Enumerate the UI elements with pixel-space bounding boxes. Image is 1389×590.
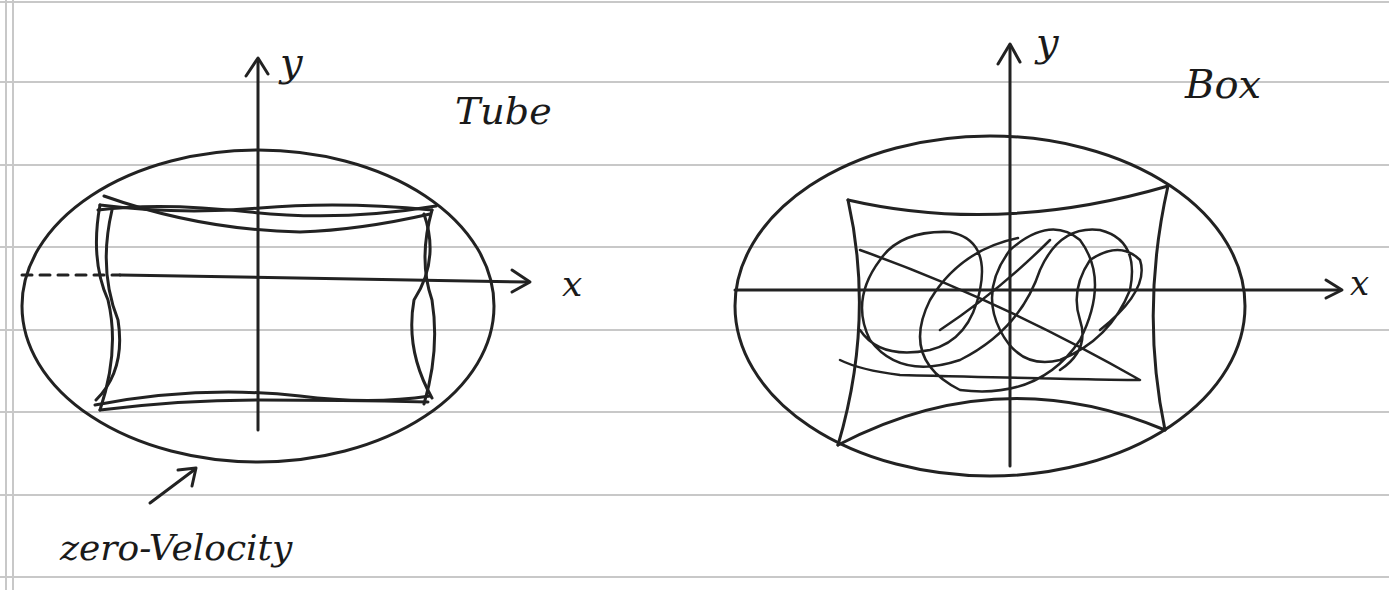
axis-label: y bbox=[1036, 22, 1059, 62]
zero-velocity-curve bbox=[735, 136, 1245, 476]
axis-label: y bbox=[280, 42, 303, 82]
axis-label: x bbox=[562, 266, 582, 302]
axis-arrowhead bbox=[998, 44, 1020, 64]
y-axis bbox=[1009, 48, 1012, 466]
axis-label: x bbox=[1350, 266, 1369, 300]
callout-label: zero-Velocity bbox=[60, 530, 292, 566]
x-axis bbox=[120, 275, 528, 282]
x-axis bbox=[735, 289, 1340, 292]
y-axis bbox=[257, 62, 260, 430]
leader-arrow bbox=[150, 470, 194, 503]
axis-arrowhead bbox=[246, 58, 268, 76]
tube-orbit bbox=[95, 196, 436, 410]
box-boundary bbox=[838, 186, 1168, 445]
x-axis-dashed bbox=[22, 274, 120, 277]
diagram-title: Box bbox=[1185, 64, 1261, 104]
box-orbit bbox=[840, 230, 1142, 392]
axis-arrowhead bbox=[512, 270, 530, 292]
leader-arrowhead bbox=[178, 468, 196, 486]
axis-arrowhead bbox=[1326, 280, 1342, 298]
diagram-title: Tube bbox=[455, 92, 552, 130]
